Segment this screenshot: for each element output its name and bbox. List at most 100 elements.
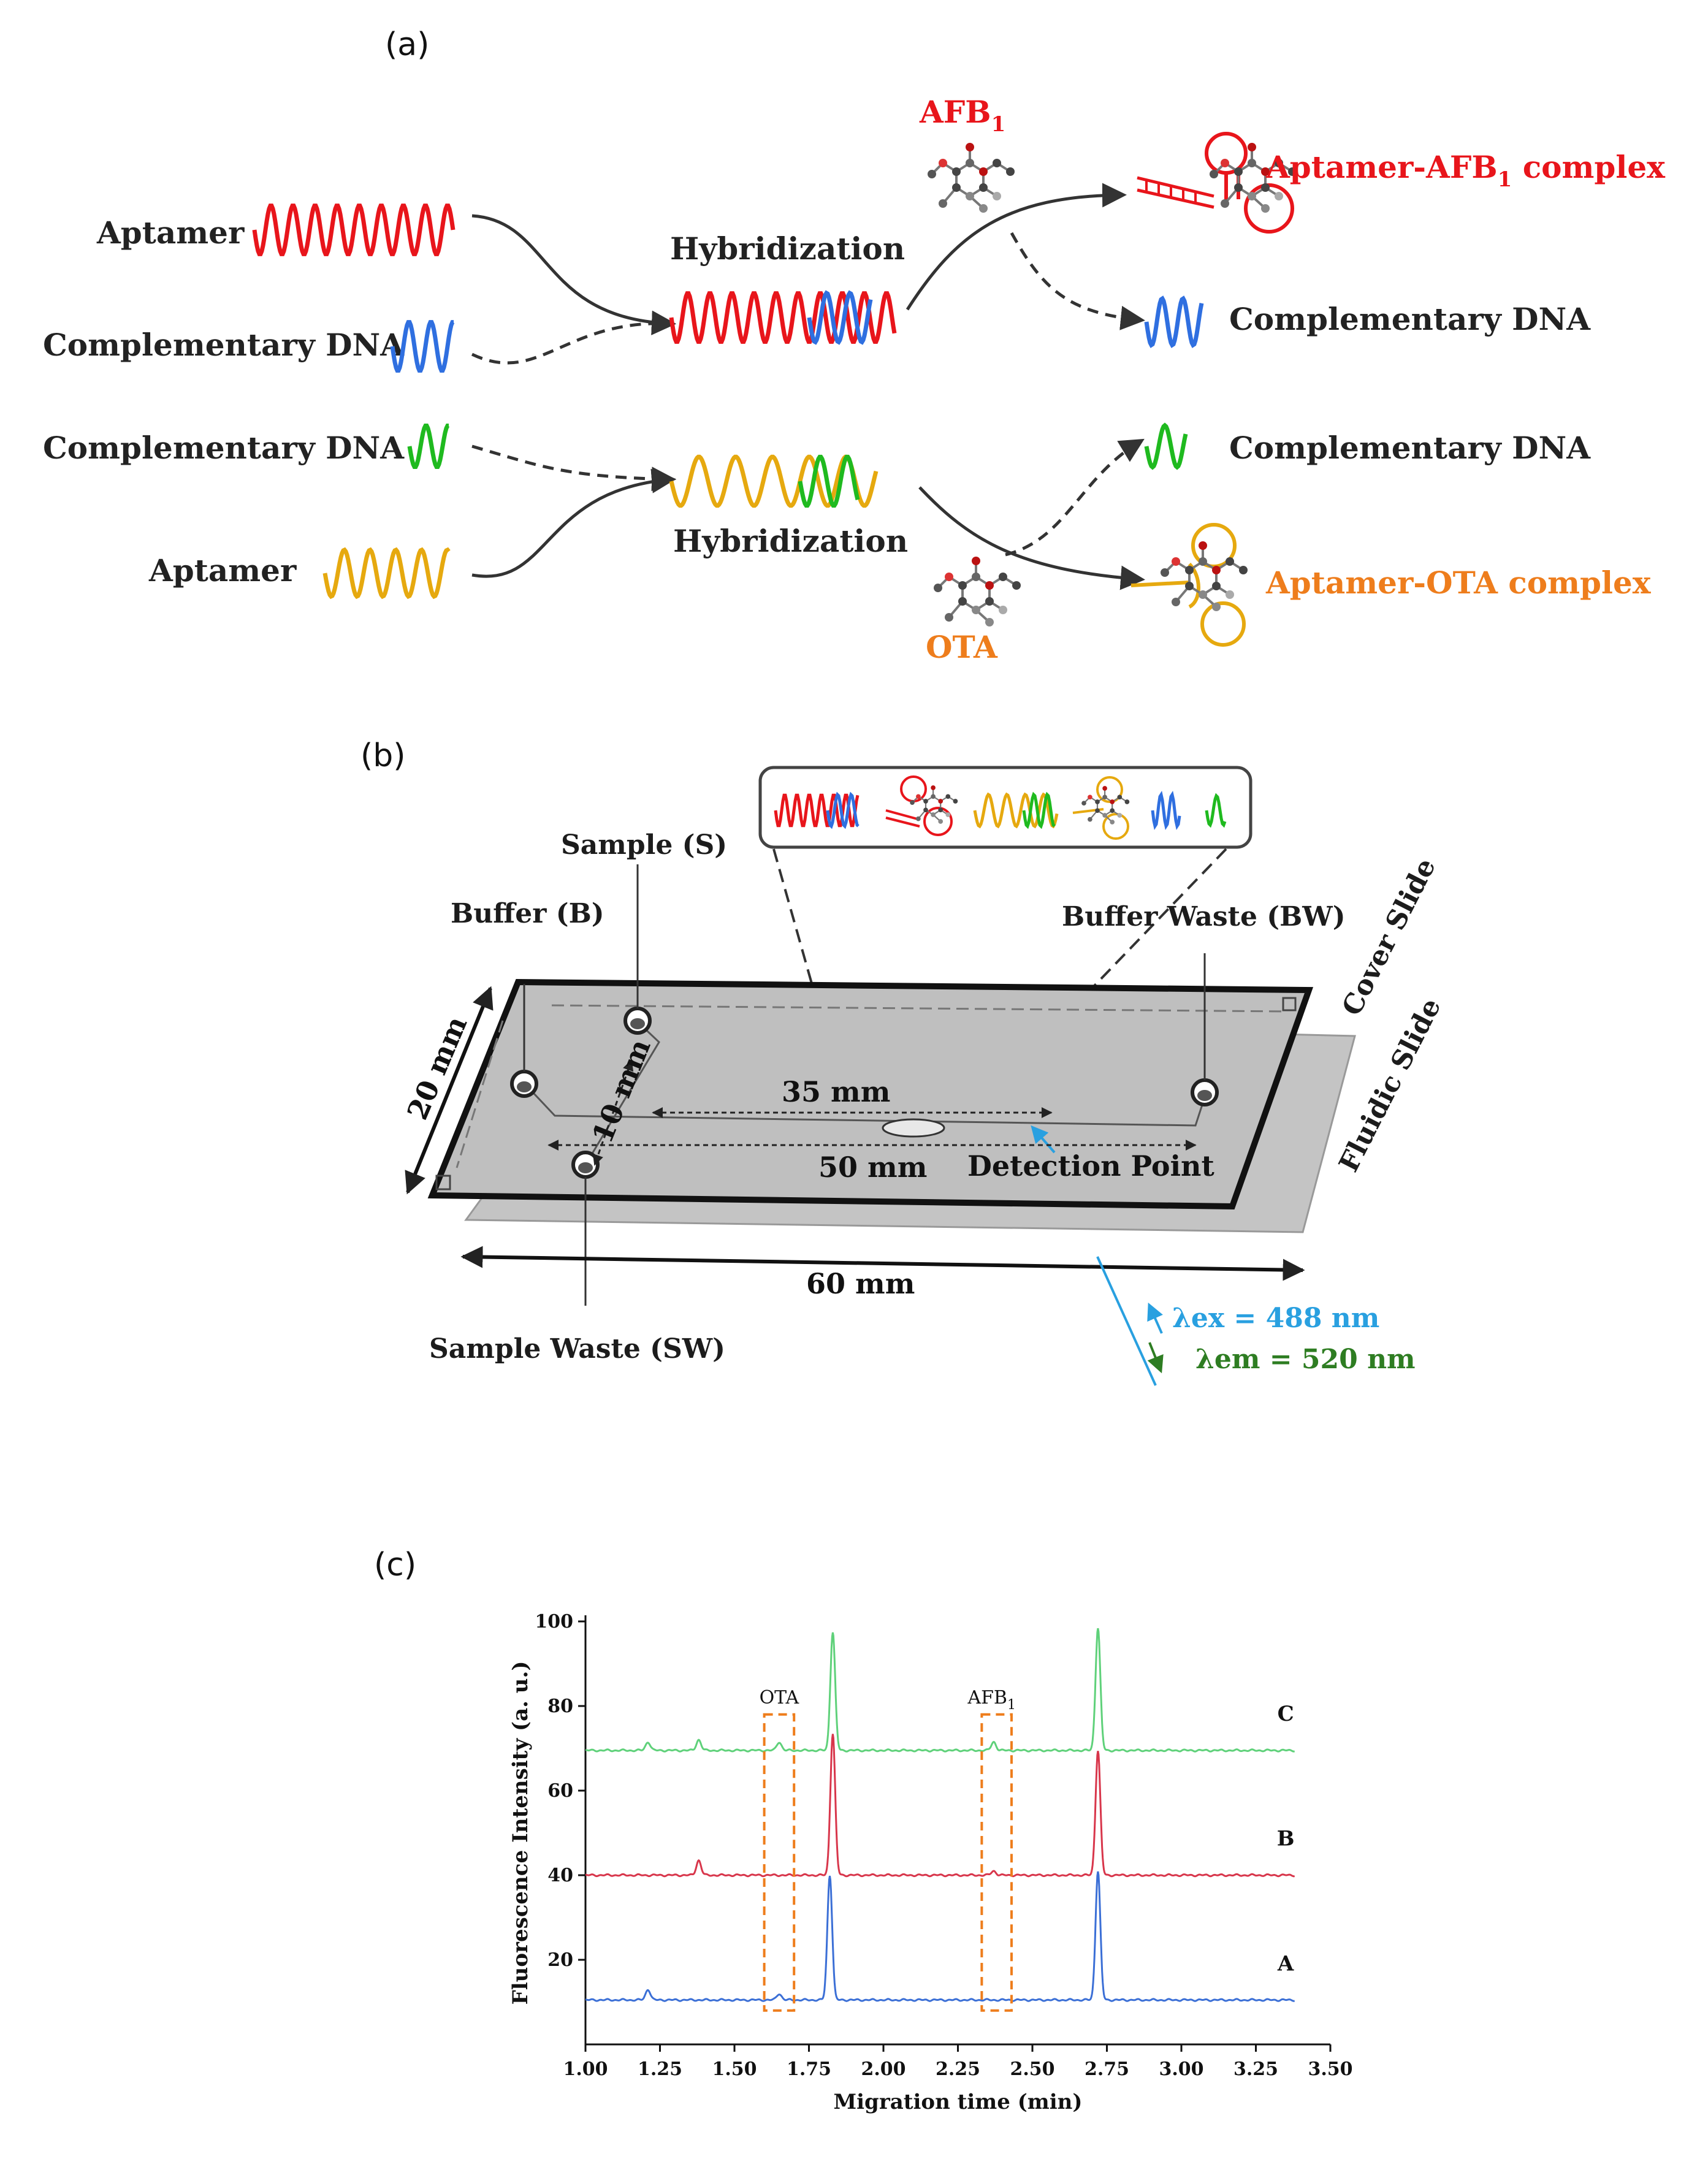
sample-reservoir bbox=[623, 1007, 652, 1035]
y-tick-label: 80 bbox=[547, 1696, 573, 1717]
buffer-channel bbox=[523, 1082, 1206, 1127]
arrow-hybrid-to-blue-cdna bbox=[1010, 232, 1145, 330]
detection-point-label: Detection Point bbox=[967, 1149, 1214, 1183]
highlight-box-ota bbox=[763, 1713, 796, 2012]
x-axis-title: Migration time (min) bbox=[834, 2090, 1083, 2114]
dim-60-label: 60 mm bbox=[806, 1267, 915, 1300]
hybrid-green-strand bbox=[798, 454, 860, 508]
dim-60-arrow bbox=[460, 1246, 1305, 1281]
inset-blue-complement bbox=[1151, 791, 1181, 830]
x-tick-label: 2.00 bbox=[861, 2058, 905, 2080]
hybridization-afb1-label: Hybridization bbox=[670, 230, 905, 267]
inset-green-complement bbox=[1205, 793, 1227, 828]
series-label-b: B bbox=[1277, 1827, 1295, 1851]
aptamer-ota-complex-label: Aptamer-OTA complex bbox=[1265, 565, 1652, 601]
yellow-aptamer-strand bbox=[322, 547, 451, 600]
panel-c-letter: (c) bbox=[374, 1547, 416, 1583]
ota-label: OTA bbox=[926, 629, 998, 665]
arrow-hybrid-to-ota-complex bbox=[918, 486, 1145, 590]
inset-hybrid-ota-strand bbox=[973, 792, 1059, 829]
series-line-c bbox=[585, 1628, 1295, 1753]
panel-a-letter: (a) bbox=[385, 26, 429, 63]
y-tick-label: 20 bbox=[547, 1949, 573, 1971]
arrow-aptamer-to-hybrid-bottom bbox=[471, 468, 676, 578]
x-tick-label: 1.75 bbox=[787, 2058, 831, 2080]
emission-arrow bbox=[1147, 1342, 1164, 1374]
arrow-cdna-to-hybrid-bottom bbox=[471, 444, 676, 492]
buffer-waste-reservoir bbox=[1191, 1078, 1219, 1106]
arrow-hybrid-to-green-cdna bbox=[1005, 438, 1145, 557]
panel-a: (a) Aptamer Complementary DNA Complement… bbox=[43, 26, 1666, 665]
series-label-c: C bbox=[1278, 1702, 1294, 1726]
dim-35-label: 35 mm bbox=[782, 1075, 890, 1108]
detection-point-marker bbox=[882, 1118, 945, 1138]
arrow-hybrid-to-afb1-complex bbox=[905, 183, 1127, 311]
lambda-em-label: λem = 520 nm bbox=[1195, 1344, 1416, 1375]
x-tick-label: 3.50 bbox=[1308, 2058, 1352, 2080]
x-tick-label: 2.75 bbox=[1085, 2058, 1129, 2080]
fluidic-slide-label: Fluidic Slide bbox=[1333, 993, 1447, 1177]
arrow-cdna-to-hybrid-top bbox=[471, 310, 676, 365]
released-cdna-ota-label: Complementary DNA bbox=[1229, 430, 1591, 466]
x-tick-label: 2.50 bbox=[1010, 2058, 1054, 2080]
x-tick-label: 1.25 bbox=[638, 2058, 682, 2080]
y-axis-title: Fluorescence Intensity (a. u.) bbox=[508, 1661, 533, 2005]
highlight-label-ota: OTA bbox=[760, 1687, 799, 1708]
released-green-complement-strand bbox=[1144, 422, 1188, 470]
inset-ota-complex-icon bbox=[1072, 776, 1130, 840]
excitation-arrow bbox=[1147, 1302, 1163, 1334]
buffer-reservoir bbox=[510, 1070, 538, 1098]
x-tick-label: 2.25 bbox=[936, 2058, 980, 2080]
highlight-box-afb1 bbox=[980, 1713, 1013, 2012]
aptamer-afb1-complex-icon bbox=[1137, 132, 1297, 234]
sample-waste-reservoir bbox=[571, 1151, 600, 1179]
green-complement-strand bbox=[407, 424, 450, 469]
ota-molecule-icon bbox=[934, 557, 1021, 626]
aptamer-afb1-label: Aptamer bbox=[96, 215, 245, 251]
hybrid-red-strand bbox=[669, 291, 897, 344]
aptamer-ota-complex-icon bbox=[1130, 523, 1248, 647]
hybrid-blue-strand bbox=[807, 290, 873, 345]
afb1-label: AFB1 bbox=[919, 94, 1005, 137]
dim-20-arrow bbox=[405, 986, 494, 1195]
aptamer-afb1-complex-label: Aptamer-AFB1 complex bbox=[1265, 149, 1666, 192]
dim-20-label: 20 mm bbox=[400, 1011, 473, 1124]
y-tick-label: 100 bbox=[535, 1611, 573, 1632]
highlight-label-afb1: AFB1 bbox=[967, 1687, 1016, 1713]
inset-afb1-complex-icon bbox=[885, 775, 958, 836]
laser-beam bbox=[1096, 1256, 1157, 1386]
dim-10-arrow bbox=[592, 1059, 634, 1166]
dim-50-label: 50 mm bbox=[818, 1151, 927, 1184]
buffer-waste-label: Buffer Waste (BW) bbox=[1062, 901, 1346, 932]
complementary-dna-afb1-label: Complementary DNA bbox=[43, 327, 405, 363]
buffer-label: Buffer (B) bbox=[451, 898, 604, 929]
complementary-dna-ota-label: Complementary DNA bbox=[43, 430, 405, 466]
aptamer-ota-label: Aptamer bbox=[148, 552, 297, 588]
hybridization-ota-label: Hybridization bbox=[673, 523, 908, 559]
lambda-ex-label: λex = 488 nm bbox=[1172, 1303, 1379, 1334]
panel-b-letter: (b) bbox=[360, 737, 406, 774]
cover-corner-mark bbox=[1282, 997, 1297, 1011]
x-tick-label: 1.00 bbox=[563, 2058, 608, 2080]
cover-slide-label: Cover Slide bbox=[1336, 853, 1442, 1021]
released-blue-complement-strand bbox=[1144, 295, 1204, 348]
y-tick-label: 40 bbox=[547, 1865, 573, 1886]
arrow-aptamer-to-hybrid-top bbox=[471, 214, 676, 335]
blue-complement-strand bbox=[390, 320, 455, 373]
inset-hybrid-ota-complement bbox=[1022, 791, 1056, 829]
red-aptamer-strand bbox=[252, 204, 456, 256]
afb1-molecule-icon bbox=[928, 143, 1015, 213]
series-label-a: A bbox=[1277, 1951, 1294, 1976]
hybrid-yellow-strand bbox=[669, 454, 879, 508]
released-cdna-afb1-label: Complementary DNA bbox=[1229, 301, 1591, 337]
sample-label: Sample (S) bbox=[561, 829, 727, 861]
series-line-a bbox=[585, 1871, 1295, 2002]
panel-b: (b) bbox=[360, 737, 1447, 1386]
sample-waste-label: Sample Waste (SW) bbox=[429, 1333, 725, 1365]
x-tick-label: 3.00 bbox=[1159, 2058, 1203, 2080]
inset-hybrid-afb1-strand bbox=[774, 793, 860, 828]
separation-channel bbox=[551, 1004, 1288, 1013]
